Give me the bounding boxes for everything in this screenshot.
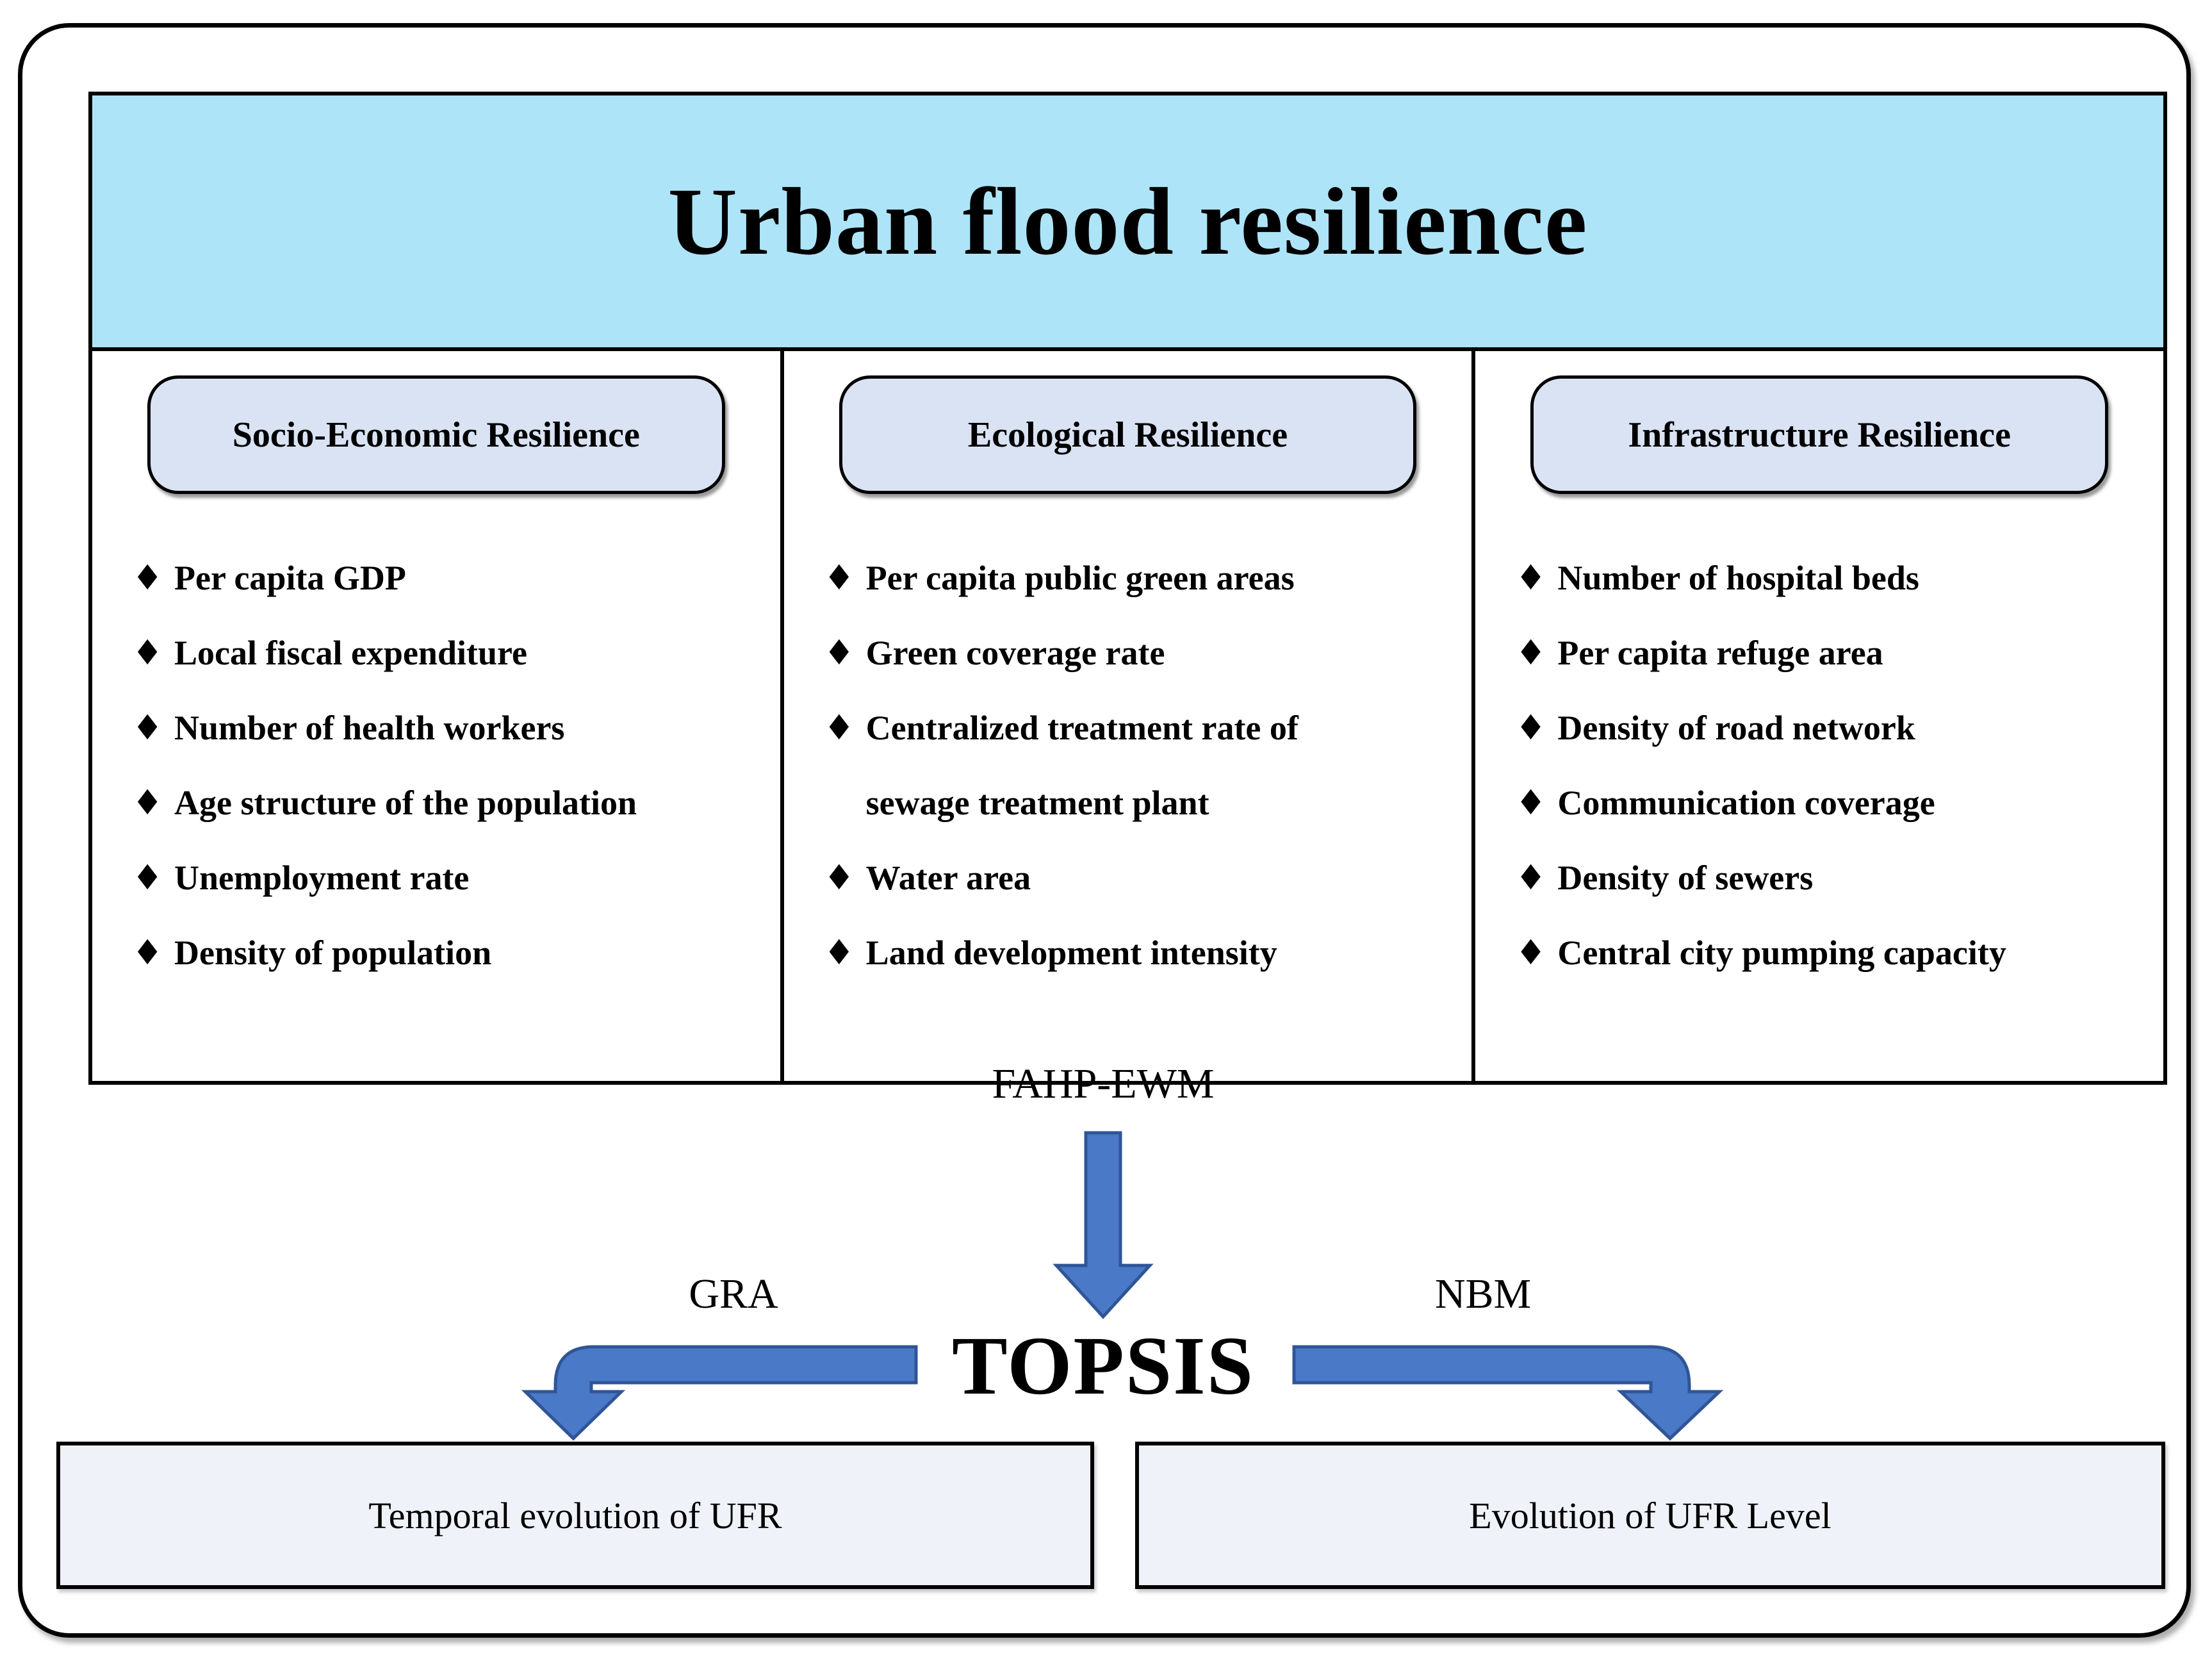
diamond-bullet-icon: ♦: [1515, 857, 1546, 898]
result-label: Evolution of UFR Level: [1469, 1494, 1831, 1536]
indicator-item: ♦ Land development intensity: [784, 915, 1472, 990]
indicator-list: ♦ Per capita public green areas ♦ Green co…: [784, 540, 1472, 990]
indicator-label: Central city pumping capacity: [1557, 933, 2006, 972]
indicator-item: ♦ Unemployment rate: [92, 840, 780, 915]
diamond-bullet-icon: ♦: [1515, 707, 1546, 748]
column-infrastructure: Infrastructure Resilience ♦ Number of hos…: [1475, 351, 2163, 1081]
diamond-bullet-icon: ♦: [132, 632, 163, 673]
diamond-bullet-icon: ♦: [823, 932, 855, 973]
indicator-label: Per capita GDP: [174, 558, 406, 597]
indicator-label: sewage treatment plant: [865, 783, 1209, 822]
diamond-bullet-icon: ♦: [1515, 632, 1546, 673]
diamond-bullet-icon: ♦: [1515, 782, 1546, 823]
indicator-item-wrap-line: sewage treatment plant: [784, 765, 1472, 840]
result-label: Temporal evolution of UFR: [368, 1494, 782, 1536]
column-header-label: Ecological Resilience: [967, 415, 1288, 455]
indicator-label: Density of sewers: [1557, 858, 1814, 897]
diamond-bullet-icon: ♦: [1515, 557, 1546, 598]
indicator-item: ♦ Centralized treatment rate of: [784, 690, 1472, 765]
header-pill: Ecological Resilience: [839, 375, 1417, 494]
diamond-bullet-icon: ♦: [132, 857, 163, 898]
diamond-bullet-icon: ♦: [132, 707, 163, 748]
indicator-item: ♦ Water area: [784, 840, 1472, 915]
indicator-item: ♦ Per capita public green areas: [784, 540, 1472, 615]
column-header-label: Infrastructure Resilience: [1628, 415, 2011, 455]
indicator-label: Communication coverage: [1557, 783, 1935, 822]
diamond-bullet-icon: ♦: [132, 557, 163, 598]
indicator-item: ♦ Density of road network: [1475, 690, 2163, 765]
diamond-bullet-icon: ♦: [132, 782, 163, 823]
outer-frame: Urban flood resilience Socio-Economic Re…: [18, 23, 2191, 1638]
left-elbow-arrow-icon: [521, 1345, 918, 1441]
diagram-title: Urban flood resilience: [668, 168, 1588, 275]
indicator-label: Unemployment rate: [174, 858, 470, 897]
header-pill: Infrastructure Resilience: [1530, 375, 2109, 494]
indicator-item: ♦ Number of hospital beds: [1475, 540, 2163, 615]
indicator-label: Density of population: [174, 933, 492, 972]
indicator-label: Age structure of the population: [174, 783, 637, 822]
header-pill: Socio-Economic Resilience: [147, 375, 725, 494]
indicator-item: ♦ Green coverage rate: [784, 615, 1472, 690]
diamond-bullet-icon: ♦: [823, 557, 855, 598]
nbm-label: NBM: [1434, 1271, 1532, 1317]
indicator-item: ♦ Per capita GDP: [92, 540, 780, 615]
title-bar: Urban flood resilience: [88, 92, 2167, 351]
indicator-label: Local fiscal expenditure: [174, 633, 527, 672]
right-elbow-arrow-icon: [1292, 1345, 1724, 1441]
indicator-item: ♦ Number of health workers: [92, 690, 780, 765]
gra-label: GRA: [689, 1271, 778, 1317]
column-header-label: Socio-Economic Resilience: [232, 415, 640, 455]
diamond-bullet-icon: ♦: [823, 707, 855, 748]
column-socio-economic: Socio-Economic Resilience ♦ Per capita GD…: [92, 351, 780, 1081]
indicator-item: ♦ Central city pumping capacity: [1475, 915, 2163, 990]
indicator-label: Number of hospital beds: [1557, 558, 1919, 597]
diamond-bullet-icon: ♦: [132, 932, 163, 973]
indicator-label: Per capita refuge area: [1557, 633, 1883, 672]
indicator-item: ♦ Per capita refuge area: [1475, 615, 2163, 690]
indicator-item: ♦ Density of sewers: [1475, 840, 2163, 915]
indicator-item: ♦ Communication coverage: [1475, 765, 2163, 840]
indicator-label: Centralized treatment rate of: [865, 708, 1299, 747]
result-box-temporal: Temporal evolution of UFR: [56, 1442, 1094, 1589]
indicator-label: Density of road network: [1557, 708, 1915, 747]
indicator-item: ♦ Density of population: [92, 915, 780, 990]
indicator-list: ♦ Per capita GDP ♦ Local fiscal expenditur…: [92, 540, 780, 990]
diamond-bullet-icon: ♦: [823, 857, 855, 898]
down-arrow-icon: [1053, 1131, 1154, 1319]
indicator-item: ♦ Local fiscal expenditure: [92, 615, 780, 690]
indicator-panel: Socio-Economic Resilience ♦ Per capita GD…: [88, 351, 2167, 1085]
indicator-label: Per capita public green areas: [865, 558, 1295, 597]
diamond-bullet-icon: ♦: [1515, 932, 1546, 973]
indicator-label: Number of health workers: [174, 708, 565, 747]
indicator-label: Green coverage rate: [865, 633, 1165, 672]
indicator-label: Water area: [865, 858, 1031, 897]
diamond-bullet-icon: ♦: [823, 632, 855, 673]
result-box-level: Evolution of UFR Level: [1135, 1442, 2165, 1589]
indicator-label: Land development intensity: [865, 933, 1277, 972]
indicator-item: ♦ Age structure of the population: [92, 765, 780, 840]
indicator-list: ♦ Number of hospital beds ♦ Per capita ref…: [1475, 540, 2163, 990]
topsis-label: TOPSIS: [951, 1320, 1255, 1412]
column-ecological: Ecological Resilience ♦ Per capita public…: [780, 351, 1476, 1081]
fahp-ewm-label: FAHP-EWM: [992, 1060, 1215, 1107]
